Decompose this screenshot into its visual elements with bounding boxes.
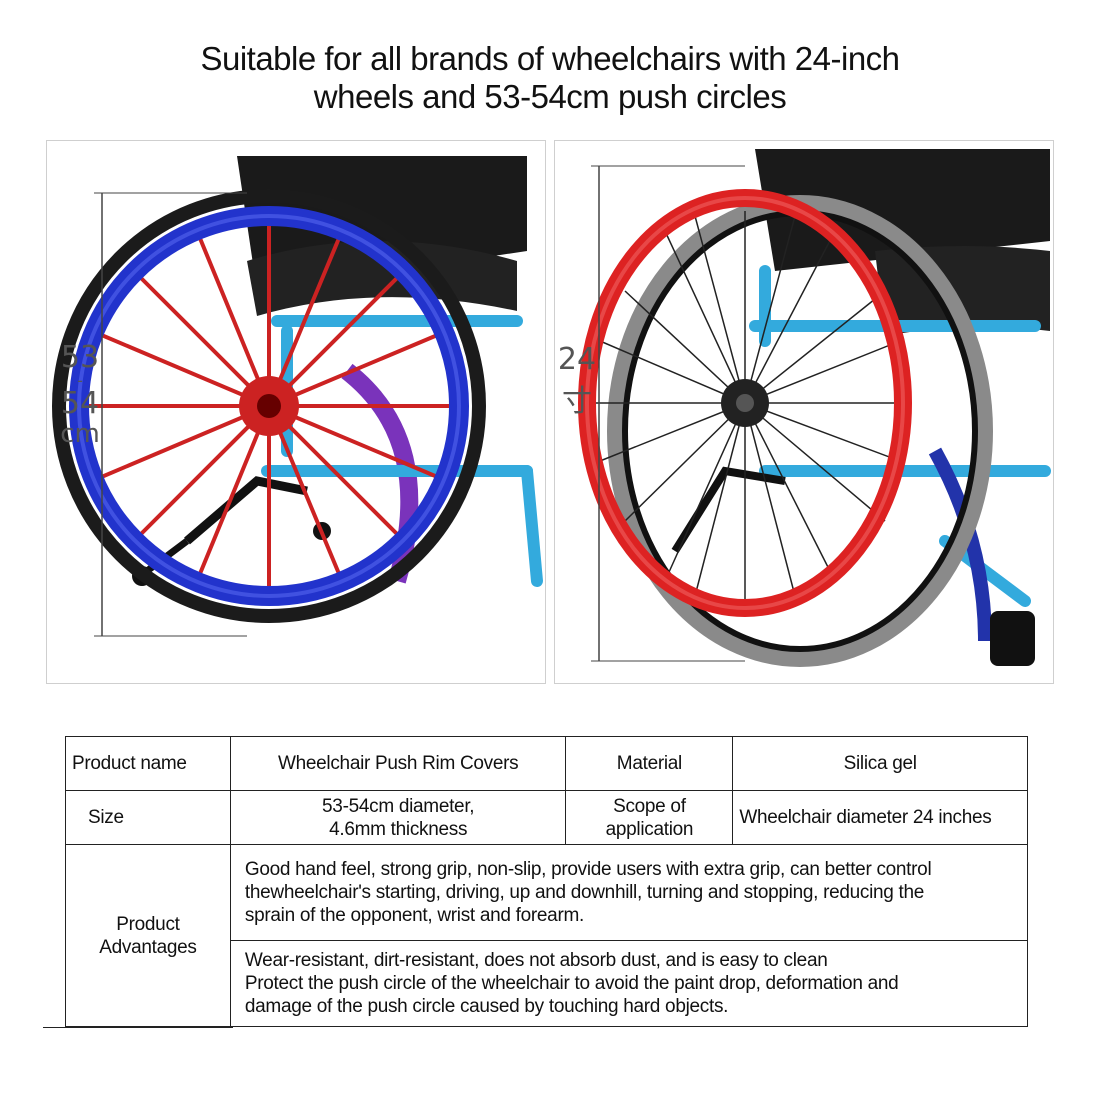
cell-advantage-2: Wear-resistant, dirt-resistant, does not… — [229, 940, 1029, 1027]
blue-rim-wheel-illustration — [52, 156, 543, 637]
scope-label-line-2: application — [605, 818, 694, 840]
frame — [261, 315, 543, 587]
red-rim-wheel-illustration — [578, 149, 1051, 667]
diameter-label-cm: 53 - 54 cm — [55, 340, 105, 450]
advantages-label-line-1: Product — [116, 913, 180, 935]
spokes — [79, 216, 459, 596]
diameter-label-inch: 24 寸 — [555, 345, 599, 417]
cell-material-label: Material — [565, 736, 734, 791]
spokes — [595, 211, 905, 601]
dim-unit: cm — [60, 419, 100, 449]
dim-dash: - — [77, 371, 83, 390]
advantage-1-line-3: sprain of the opponent, wrist and forear… — [244, 905, 584, 926]
advantages-label-line-2: Advantages — [99, 936, 197, 958]
headline-line-1: Suitable for all brands of wheelchairs w… — [200, 40, 900, 77]
spec-table: Product name Wheelchair Push Rim Covers … — [65, 736, 1029, 1027]
cell-material-value: Silica gel — [732, 736, 1028, 791]
divider — [43, 1027, 233, 1028]
dim-unit: 寸 — [562, 384, 592, 419]
table-row: Product name Wheelchair Push Rim Covers … — [65, 736, 1028, 791]
advantage-2-line-3: damage of the push circle caused by touc… — [244, 996, 729, 1017]
cell-product-name-value: Wheelchair Push Rim Covers — [229, 736, 567, 791]
dim-value: 24 — [557, 342, 597, 377]
cell-size-label: Size — [65, 790, 231, 845]
table-row: Size 53-54cm diameter, 4.6mm thickness S… — [65, 790, 1028, 845]
cell-scope-label: Scope of application — [565, 790, 734, 845]
dim-value-top: 53 — [60, 340, 100, 375]
headline: Suitable for all brands of wheelchairs w… — [0, 40, 1100, 116]
size-value-line-1: 53-54cm diameter, — [322, 795, 475, 817]
photo-red-rim-wheelchair: 24 寸 — [554, 140, 1054, 684]
photo-blue-rim-wheelchair: 53 - 54 cm — [46, 140, 546, 684]
cell-advantage-1: Good hand feel, strong grip, non-slip, p… — [229, 844, 1029, 941]
cell-product-name-label: Product name — [65, 736, 231, 791]
advantage-2-line-1: Wear-resistant, dirt-resistant, does not… — [244, 950, 828, 971]
table-row: Wear-resistant, dirt-resistant, does not… — [66, 940, 1029, 1027]
size-value-line-2: 4.6mm thickness — [329, 818, 468, 840]
table-row: Product Advantages Good hand feel, stron… — [65, 844, 1029, 1027]
cell-scope-value: Wheelchair diameter 24 inches — [732, 790, 1028, 845]
advantage-1-line-1: Good hand feel, strong grip, non-slip, p… — [244, 859, 932, 880]
cell-advantages-label: Product Advantages — [65, 844, 231, 1027]
cell-size-value: 53-54cm diameter, 4.6mm thickness — [229, 790, 567, 845]
dim-value-bottom: 54 — [60, 386, 100, 421]
scope-label-line-1: Scope of — [613, 795, 686, 817]
advantage-1-line-2: thewheelchair's starting, driving, up an… — [244, 882, 925, 903]
advantage-2-line-2: Protect the push circle of the wheelchai… — [244, 973, 899, 994]
headline-line-2: wheels and 53-54cm push circles — [313, 78, 787, 115]
